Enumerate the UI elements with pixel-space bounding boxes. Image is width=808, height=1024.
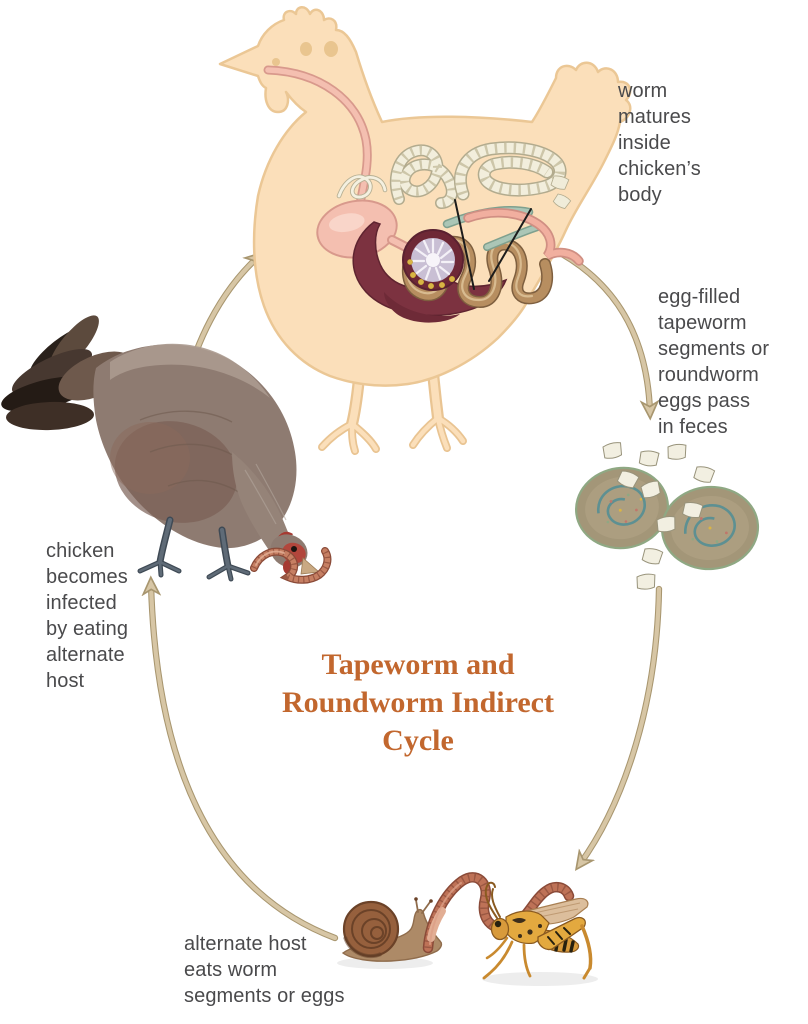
cycle-arrow-chicken-to-feces [558, 250, 650, 412]
grasshopper-eye [494, 920, 502, 928]
alternate-hosts-illustration [337, 872, 598, 986]
grasshopper-hind-femur [537, 916, 586, 951]
duodenum [463, 208, 584, 266]
label-worm-matures: worm matures inside chicken’s body [618, 80, 701, 206]
cycle-arrow-host-to-chicken [151, 584, 339, 942]
gizzard [402, 229, 464, 291]
grasshopper-shadow [482, 972, 598, 986]
hen-back-highlight [110, 343, 270, 398]
snail [341, 897, 443, 962]
esophagus [263, 65, 372, 209]
worm-prey [250, 547, 332, 584]
hen-neck-streaks [244, 463, 287, 525]
label-chicken-becomes: chicken becomes infected by eating alter… [46, 540, 129, 692]
snail-shell [342, 900, 400, 958]
snail-tentacles [415, 899, 431, 914]
hen-body-outline [218, 6, 632, 387]
label-alternate-host: alternate host eats worm segments or egg… [184, 933, 345, 1007]
worm-pointer-lines [454, 199, 532, 290]
label-egg-filled: egg-filled tapeworm segments or roundwor… [658, 286, 770, 438]
roundworm [336, 174, 388, 200]
hen-head-spots [272, 41, 338, 66]
grasshopper-legs [482, 936, 532, 980]
grasshopper [482, 881, 593, 980]
tapeworm-ribbon-1 [389, 144, 458, 209]
grasshopper-antennae [484, 881, 501, 919]
feces-illustration [575, 440, 760, 591]
hen-legs [318, 356, 467, 455]
liver-lower-lobe [384, 292, 460, 323]
earthworm [422, 872, 575, 954]
grasshopper-thorax-marks [512, 918, 542, 938]
diagram-title: Tapeworm and Roundworm Indirect Cycle [282, 648, 554, 758]
hen-legs-gray [137, 516, 251, 582]
hen-breast-tinge [110, 422, 190, 494]
cycle-arrow-feces-to-host [580, 585, 663, 864]
hen-eye [291, 546, 297, 552]
tapeworm-ribbon-2 [453, 141, 572, 211]
crop-organ [316, 199, 398, 259]
hen-beak [300, 557, 320, 575]
gizzard-grit-dots [407, 259, 456, 290]
brown-hen-illustration [1, 315, 332, 584]
infected-chicken-illustration [218, 6, 632, 455]
hen-feather-lines [139, 410, 243, 495]
grasshopper-hind-tibia [580, 924, 593, 980]
